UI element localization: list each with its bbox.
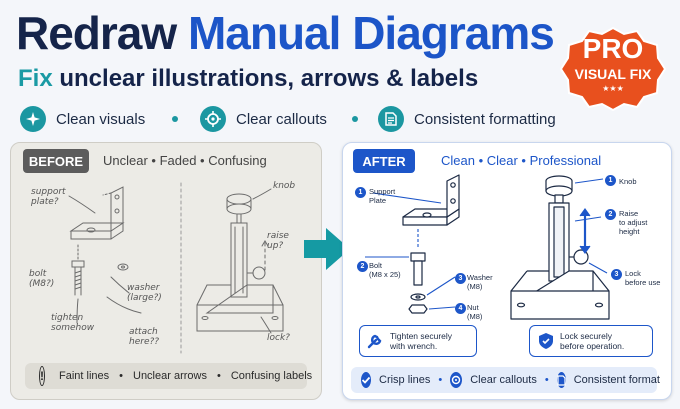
note-lock: lock?	[267, 333, 290, 343]
wrench-icon	[367, 334, 382, 349]
callout-raise: Raise to adjust height	[619, 209, 648, 236]
feature-clear-callouts: Clear callouts	[200, 106, 327, 132]
callout-lock: Lock before use	[625, 269, 661, 287]
tip-text: Tighten securely with wrench.	[390, 331, 453, 351]
note-bolt: bolt (M8?)	[29, 269, 55, 289]
issue-label: Confusing labels	[230, 370, 313, 382]
after-tagline: Clean • Clear • Professional	[441, 153, 602, 168]
before-tagline: Unclear • Faded • Confusing	[103, 153, 267, 168]
badge-stars: ★★★	[602, 84, 624, 93]
tip-box-tighten: Tighten securely with wrench.	[359, 325, 477, 357]
subtitle-highlight: Fix	[18, 65, 53, 92]
shield-icon	[539, 333, 553, 349]
target-icon	[200, 106, 226, 132]
callout-nut: Nut (M8)	[467, 303, 483, 321]
callout-number: 3	[455, 273, 466, 284]
after-diagram	[365, 174, 610, 320]
benefit-label: Consistent format	[573, 374, 660, 386]
page-title: Redraw Manual Diagrams	[16, 6, 555, 60]
issue-label: Faint lines	[59, 370, 110, 382]
note-knob: knob	[273, 181, 296, 191]
title-part2: Manual Diagrams	[187, 7, 555, 59]
after-benefits-bar: Crisp lines • Clear callouts • Consisten…	[351, 367, 660, 393]
separator-dot	[352, 116, 358, 122]
feature-consistent-formatting: Consistent formatting	[378, 106, 556, 132]
warning-icon: !	[39, 366, 45, 386]
note-support-plate: support plate?	[31, 187, 66, 207]
document-icon	[556, 372, 566, 388]
feature-label: Consistent formatting	[414, 110, 556, 128]
target-icon	[450, 372, 463, 388]
callout-knob: Knob	[619, 177, 637, 186]
tip-text: Lock securely before operation.	[560, 331, 625, 351]
before-panel: BEFORE Unclear • Faded • Confusing	[10, 142, 322, 400]
benefit-label: Crisp lines	[379, 374, 431, 386]
before-sketch	[68, 182, 284, 354]
callout-number: 2	[605, 209, 616, 220]
separator-dot	[172, 116, 178, 122]
sparkle-icon	[20, 106, 46, 132]
feature-label: Clear callouts	[236, 110, 327, 128]
callout-support-plate: Support Plate	[369, 187, 396, 205]
page-subtitle: Fix unclear illustrations, arrows & labe…	[18, 64, 478, 94]
note-washer: washer (large?)	[127, 283, 162, 303]
note-raise-up: raise up?	[267, 231, 289, 251]
callout-number: 3	[611, 269, 622, 280]
transition-arrow-icon	[304, 228, 350, 270]
feature-clean-visuals: Clean visuals	[20, 106, 145, 132]
callout-washer: Washer (M8)	[467, 273, 493, 291]
subtitle-text: unclear illustrations, arrows & labels	[59, 65, 479, 92]
after-panel: AFTER Clean • Clear • Professional	[342, 142, 672, 400]
callout-bolt: Bolt (M8 x 25)	[369, 261, 401, 279]
document-icon	[378, 106, 404, 132]
benefit-label: Clear callouts	[470, 374, 537, 386]
title-part1: Redraw	[16, 7, 177, 59]
check-icon	[361, 372, 371, 388]
before-tag: BEFORE	[23, 149, 89, 173]
after-tag: AFTER	[353, 149, 415, 173]
issue-label: Unclear arrows	[133, 370, 207, 382]
callout-number: 2	[357, 261, 368, 272]
feature-label: Clean visuals	[56, 110, 146, 128]
tip-box-lock: Lock securely before operation.	[529, 325, 653, 357]
callout-number: 1	[355, 187, 366, 198]
before-issues-bar: ! Faint lines • Unclear arrows • Confusi…	[25, 363, 312, 389]
note-tighten: tighten somehow	[51, 313, 95, 333]
badge-pro-text: PRO	[582, 33, 644, 64]
pro-visual-fix-badge: PRO VISUAL FIX ★★★	[559, 26, 667, 112]
badge-shape	[559, 26, 667, 112]
badge-visual-fix-text: VISUAL FIX	[574, 66, 652, 82]
callout-number: 4	[455, 303, 466, 314]
note-attach: attach here??	[129, 327, 160, 347]
callout-number: 1	[605, 175, 616, 186]
